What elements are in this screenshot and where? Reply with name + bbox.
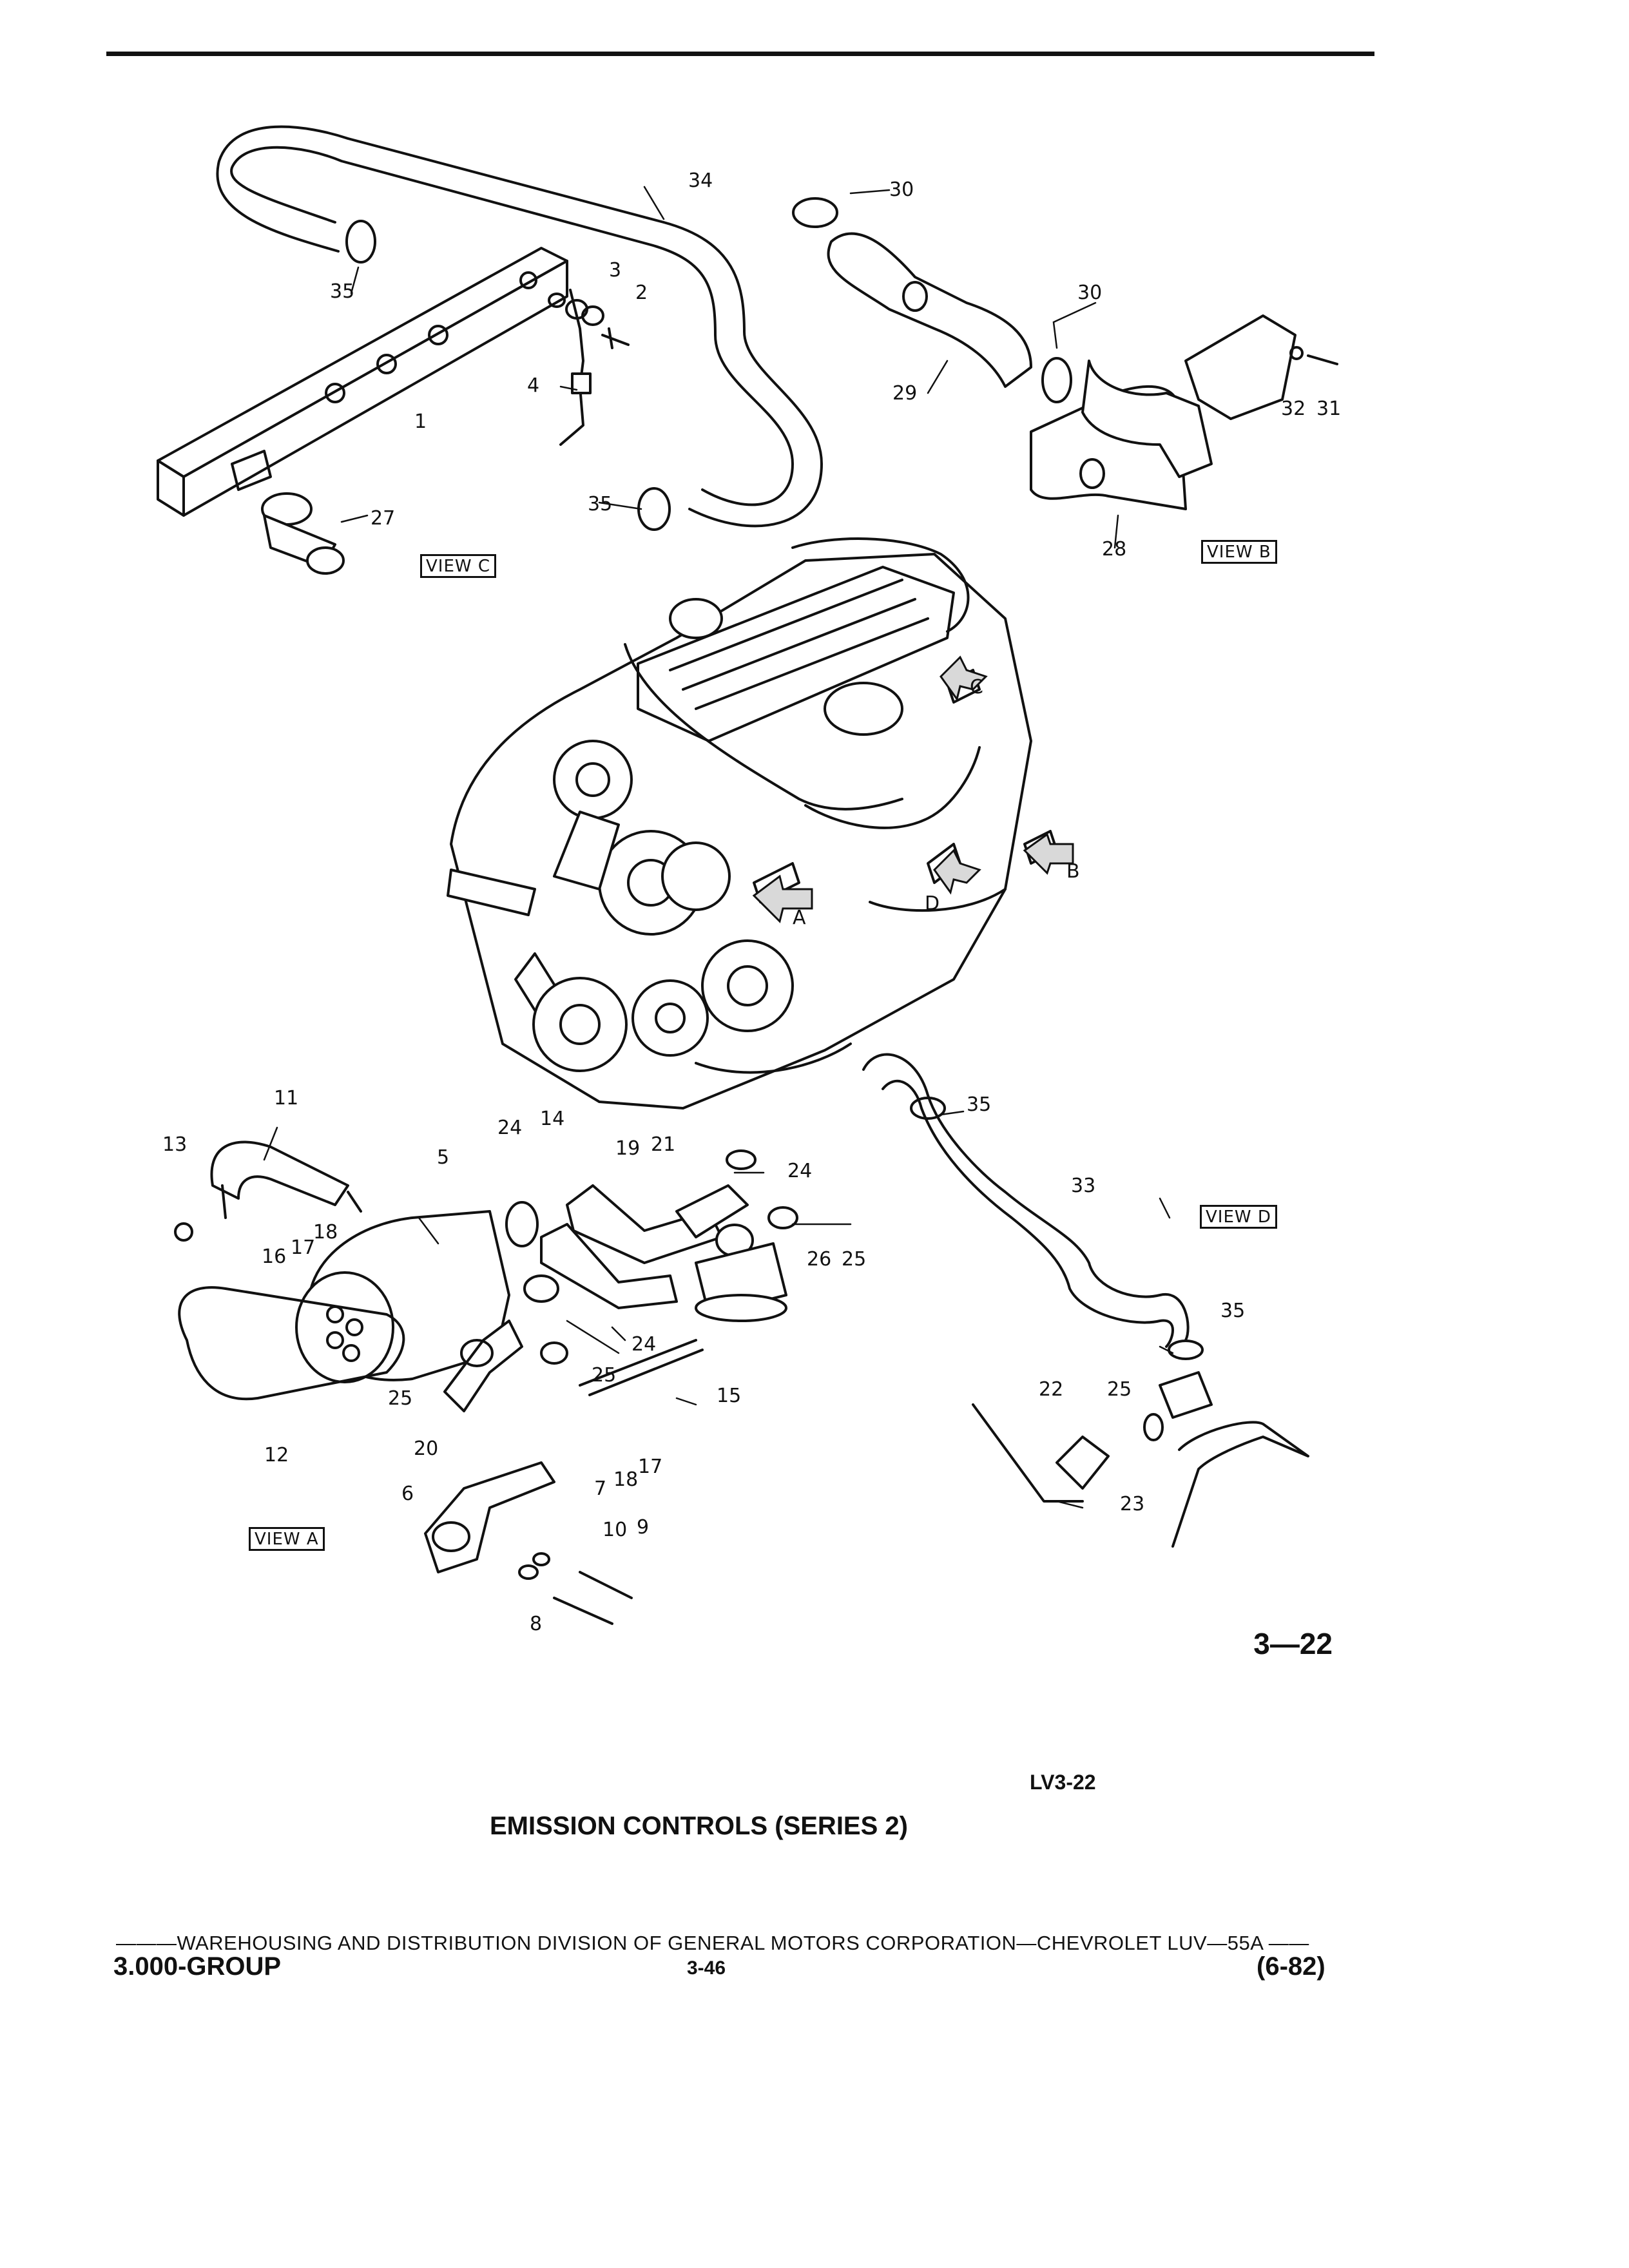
callout-24-c: 24 bbox=[631, 1333, 657, 1356]
callout-28: 28 bbox=[1102, 538, 1127, 561]
tee-and-pipe-22-23 bbox=[972, 1340, 1309, 1548]
air-injection-manifold-1 bbox=[157, 247, 568, 517]
callout-21: 21 bbox=[651, 1133, 676, 1156]
leader-lines bbox=[263, 186, 1174, 1509]
view-c-label: VIEW C bbox=[420, 554, 497, 578]
callout-1: 1 bbox=[414, 410, 427, 433]
callout-7: 7 bbox=[594, 1477, 607, 1500]
callout-4: 4 bbox=[527, 374, 540, 397]
callout-20: 20 bbox=[414, 1437, 439, 1460]
footer-publisher-line: ———WAREHOUSING AND DISTRIBUTION DIVISION… bbox=[116, 1932, 1309, 1954]
callout-14: 14 bbox=[540, 1108, 565, 1130]
callout-33: 33 bbox=[1071, 1175, 1096, 1197]
callout-10: 10 bbox=[602, 1519, 628, 1541]
hose-29 bbox=[792, 197, 1072, 403]
view-d-label: VIEW D bbox=[1200, 1205, 1277, 1229]
callout-35-top: 35 bbox=[330, 280, 355, 303]
callout-13: 13 bbox=[162, 1133, 188, 1156]
callout-35-view-d-bottom: 35 bbox=[1220, 1300, 1246, 1322]
callout-35-view-d-top: 35 bbox=[967, 1093, 992, 1116]
view-arrows bbox=[752, 655, 1074, 923]
hose-34 bbox=[216, 125, 823, 528]
figure-number: 3—22 bbox=[1253, 1627, 1333, 1660]
footer-page-number: 3-46 bbox=[687, 1957, 726, 1979]
arrow-letter-d: D bbox=[925, 892, 940, 915]
valve-26 bbox=[695, 1224, 787, 1322]
footer-group: 3.000-GROUP bbox=[113, 1952, 282, 1981]
callout-27: 27 bbox=[371, 507, 396, 530]
callout-19: 19 bbox=[615, 1137, 641, 1160]
footer-date: (6-82) bbox=[1257, 1952, 1325, 1981]
callout-5: 5 bbox=[437, 1146, 450, 1169]
bracket-11 bbox=[174, 1140, 362, 1242]
callout-26: 26 bbox=[807, 1248, 832, 1271]
callout-25-c: 25 bbox=[388, 1387, 413, 1410]
callout-25-d: 25 bbox=[1107, 1378, 1132, 1401]
callout-30-top: 30 bbox=[889, 178, 914, 201]
callout-23: 23 bbox=[1120, 1493, 1145, 1515]
callout-15: 15 bbox=[717, 1385, 742, 1407]
air-pump-5 bbox=[178, 1210, 510, 1401]
callout-3: 3 bbox=[609, 259, 622, 282]
view-b-label: VIEW B bbox=[1201, 540, 1277, 564]
callout-25-a: 25 bbox=[842, 1248, 867, 1271]
callout-22: 22 bbox=[1039, 1378, 1064, 1401]
callout-18-a: 18 bbox=[313, 1221, 338, 1244]
callout-6: 6 bbox=[401, 1483, 414, 1505]
view-a-label: VIEW A bbox=[249, 1527, 325, 1551]
callout-35-view-c: 35 bbox=[588, 493, 613, 515]
top-rule bbox=[106, 52, 1374, 56]
callout-34: 34 bbox=[688, 169, 713, 192]
arrow-letter-c: C bbox=[970, 676, 983, 698]
callout-2: 2 bbox=[635, 282, 648, 304]
callout-29: 29 bbox=[892, 382, 918, 405]
callout-16: 16 bbox=[262, 1245, 287, 1268]
callout-25-b: 25 bbox=[592, 1364, 617, 1387]
pipe-4-and-bolt-2 bbox=[548, 289, 630, 446]
bracket-6-and-bolts bbox=[424, 1339, 704, 1625]
callout-30-mid: 30 bbox=[1077, 282, 1103, 304]
callout-17-a: 17 bbox=[291, 1236, 316, 1259]
callout-24-a: 24 bbox=[497, 1117, 523, 1139]
hoses-19-20-21 bbox=[443, 1184, 749, 1412]
callout-31: 31 bbox=[1316, 398, 1342, 420]
clamps-24-25-view-a bbox=[460, 1149, 798, 1367]
hose-33 bbox=[862, 1053, 1190, 1348]
figure-title: EMISSION CONTROLS (SERIES 2) bbox=[490, 1812, 908, 1840]
callout-24-b: 24 bbox=[787, 1160, 813, 1182]
callout-12: 12 bbox=[264, 1444, 289, 1466]
arrow-letter-a: A bbox=[793, 907, 806, 929]
callout-9: 9 bbox=[637, 1516, 650, 1539]
engine-assembly bbox=[447, 537, 1058, 1110]
callout-18-b: 18 bbox=[613, 1468, 639, 1491]
callout-8: 8 bbox=[530, 1613, 543, 1635]
bracket-28 bbox=[1030, 314, 1338, 510]
figure-code: LV3-22 bbox=[1030, 1771, 1096, 1794]
callout-11: 11 bbox=[274, 1087, 299, 1110]
callout-17-b: 17 bbox=[638, 1456, 663, 1478]
check-valve-27 bbox=[261, 492, 345, 575]
callout-32: 32 bbox=[1281, 398, 1306, 420]
arrow-letter-b: B bbox=[1066, 860, 1080, 883]
